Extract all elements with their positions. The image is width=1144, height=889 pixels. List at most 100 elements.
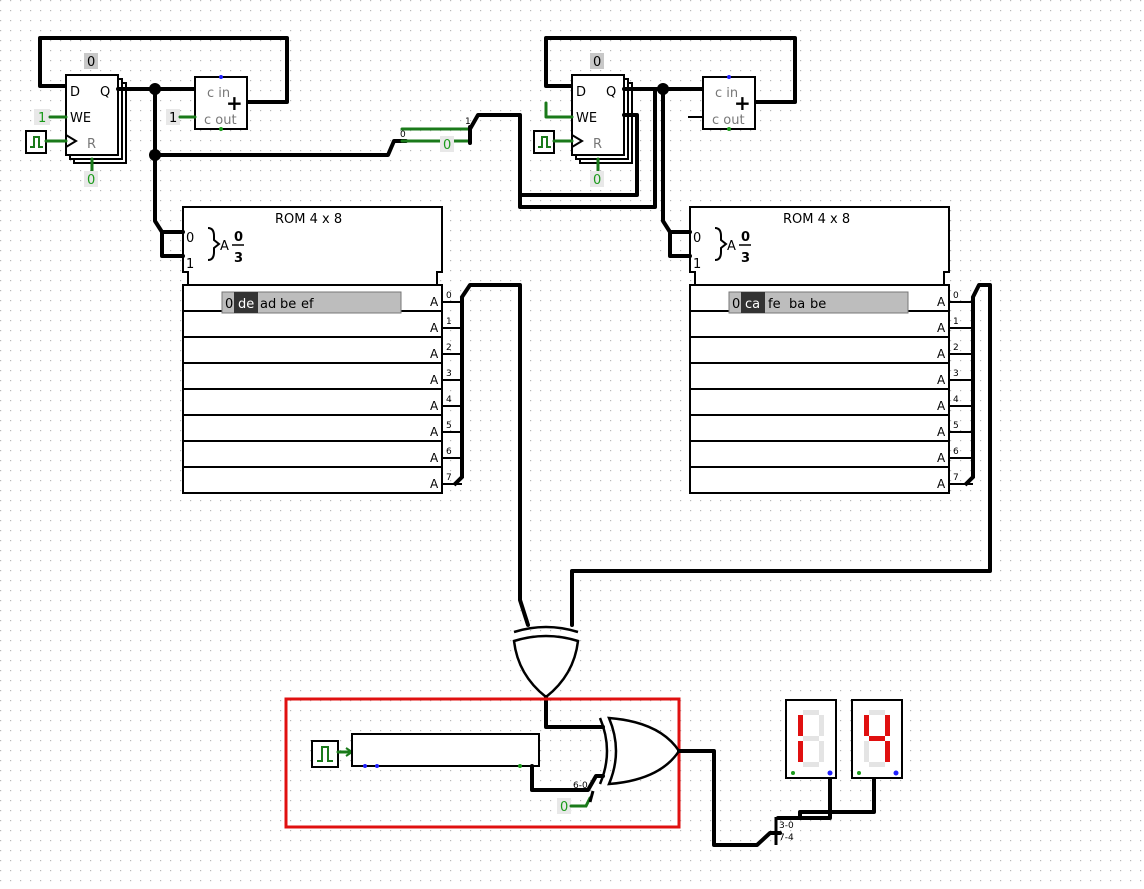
clock-input-3[interactable] bbox=[311, 740, 339, 768]
rom-2-range-top: 0 bbox=[741, 230, 750, 245]
adder-2-cin-label: c in bbox=[715, 86, 738, 101]
rom-2-addr-bit-1: 1 bbox=[693, 257, 701, 272]
we-constant-1[interactable] bbox=[34, 109, 50, 125]
lfsr-splitter-bar bbox=[588, 790, 595, 803]
port-dot bbox=[857, 771, 861, 775]
rom-bit-label: 5 bbox=[446, 421, 452, 431]
rom-2-addr-label: A bbox=[727, 239, 736, 254]
display-high-wire bbox=[788, 775, 876, 820]
rom-bit-label: 5 bbox=[953, 421, 959, 431]
port-dot bbox=[727, 127, 731, 131]
rom-1-byte-2: be bbox=[280, 297, 296, 312]
xor-gate-1[interactable] bbox=[512, 625, 580, 699]
rom-bit-label: 0 bbox=[953, 291, 959, 301]
port-dot bbox=[219, 75, 223, 79]
feedback-wire-1 bbox=[38, 36, 289, 104]
rom-2-data-field[interactable] bbox=[728, 291, 909, 314]
rom-2-data-addr: 0 bbox=[732, 297, 740, 312]
segment-d bbox=[869, 762, 885, 767]
segment-g bbox=[803, 736, 819, 741]
adder-2-cout-label: c out bbox=[712, 113, 745, 128]
cin-constant-1[interactable] bbox=[166, 109, 180, 125]
r-constant-1[interactable] bbox=[84, 171, 98, 187]
port-dot bbox=[791, 771, 795, 775]
lfsr-const-value: 0 bbox=[560, 800, 568, 815]
xor-2-output-wire bbox=[677, 749, 782, 847]
seven-segment-display-2[interactable] bbox=[851, 699, 903, 779]
rom-1-addr-bit-0: 0 bbox=[186, 231, 194, 246]
register-1-d-label: D bbox=[70, 85, 80, 100]
rom-2-data-cursor bbox=[741, 292, 765, 313]
rom-output-label: A bbox=[430, 425, 439, 439]
shift-register[interactable] bbox=[351, 733, 540, 767]
rom-output-label: A bbox=[430, 373, 439, 387]
counter-1: D Q WE R 0 1 0 c in c out + 1 bbox=[25, 36, 408, 234]
rom-2-byte-1: fe bbox=[768, 297, 781, 312]
rom-bit-label: 1 bbox=[446, 317, 452, 327]
rom-bit-label: 6 bbox=[446, 447, 452, 457]
rom-bit-label: 1 bbox=[953, 317, 959, 327]
clock-input-2[interactable] bbox=[533, 130, 555, 154]
segment-f bbox=[798, 715, 803, 736]
segment-b bbox=[885, 715, 890, 736]
segment-b bbox=[819, 715, 824, 736]
register-1-we-label: WE bbox=[70, 111, 91, 126]
rom-bit-label: 7 bbox=[446, 473, 452, 483]
r-constant-2[interactable] bbox=[590, 171, 604, 187]
rom-1-output-bus bbox=[460, 283, 530, 627]
rom-1-byte-1: ad bbox=[260, 297, 276, 312]
port-dot bbox=[518, 764, 522, 768]
rom-1-range-bottom: 3 bbox=[234, 251, 243, 266]
q-branch-wire-1 bbox=[153, 87, 164, 234]
rom-output-label: A bbox=[430, 477, 439, 491]
adder-1-op: + bbox=[226, 91, 243, 115]
xor-gate-2[interactable] bbox=[598, 716, 681, 786]
splitter-value: 0 bbox=[443, 138, 451, 153]
segment-d bbox=[803, 762, 819, 767]
display-splitter[interactable]: 3-0 7-4 bbox=[774, 775, 876, 845]
display-splitter-low: 3-0 bbox=[779, 821, 794, 831]
xor-gate-1-body bbox=[512, 634, 580, 699]
clock-triangle-2 bbox=[571, 134, 584, 148]
rom-2-addr-wire bbox=[668, 230, 692, 258]
port-dot bbox=[893, 770, 899, 776]
splitter-value-probe bbox=[440, 136, 454, 152]
r-constant-2-value: 0 bbox=[593, 173, 601, 188]
rom-bit-label: 3 bbox=[446, 369, 452, 379]
adder-2-op: + bbox=[734, 91, 751, 115]
adder-1[interactable] bbox=[194, 76, 248, 130]
segment-e bbox=[798, 741, 803, 762]
clock-input-1[interactable] bbox=[25, 130, 47, 154]
cin-constant-1-value: 1 bbox=[169, 111, 177, 126]
clock-triangle-1 bbox=[65, 134, 78, 148]
shift-to-xor-wire bbox=[530, 764, 605, 792]
register-2-r-label: R bbox=[593, 137, 602, 152]
rom-1-data-cursor bbox=[234, 292, 258, 313]
seven-segment-display-1[interactable] bbox=[785, 699, 837, 779]
rom-output-label: A bbox=[937, 477, 946, 491]
rom-output-label: A bbox=[430, 451, 439, 465]
rom-1-addr-label: A bbox=[220, 239, 229, 254]
clock-icon bbox=[30, 136, 43, 148]
lfsr-const[interactable] bbox=[557, 798, 571, 814]
q-probe-1-value: 0 bbox=[87, 55, 95, 70]
segment-a bbox=[803, 710, 819, 715]
rom-bit-label: 0 bbox=[446, 291, 452, 301]
counter-2: D Q WE R 0 0 c in c out + bbox=[518, 36, 797, 234]
rom-1-addr-brace bbox=[207, 227, 221, 261]
rom-1-data-field[interactable] bbox=[221, 291, 402, 314]
display-splitter-high: 7-4 bbox=[779, 833, 794, 843]
rom-2-title: ROM 4 x 8 bbox=[783, 212, 850, 227]
rom-output-label: A bbox=[430, 399, 439, 413]
rom-bus-spine bbox=[452, 297, 464, 487]
rom-2-addr-bit-0: 0 bbox=[693, 231, 701, 246]
rom-1-title: ROM 4 x 8 bbox=[275, 212, 342, 227]
xor-1-output-wire bbox=[544, 695, 605, 729]
register-2-we-label: WE bbox=[576, 111, 597, 126]
splitter-bit0-label: 0 bbox=[400, 130, 406, 140]
rom-2-addr-brace bbox=[714, 227, 728, 261]
port-dot bbox=[375, 764, 379, 768]
